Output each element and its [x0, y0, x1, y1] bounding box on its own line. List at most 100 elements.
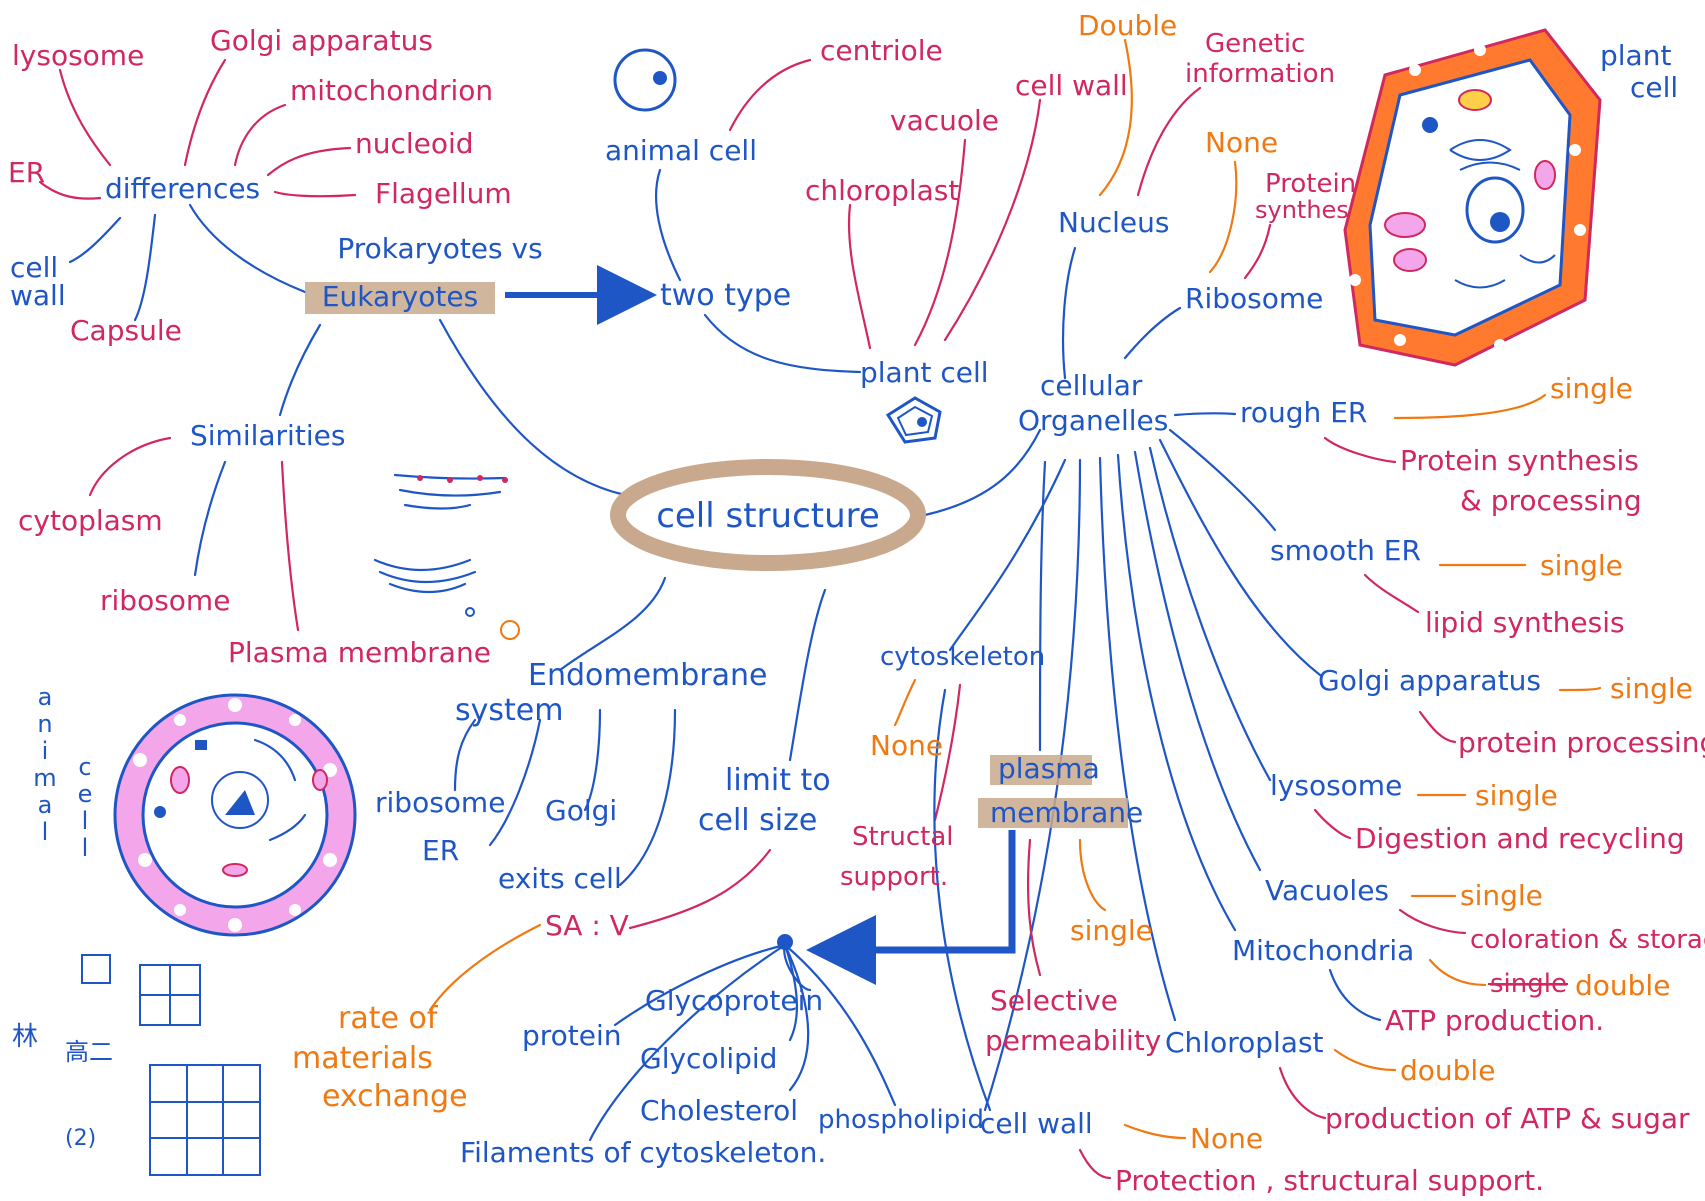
animal-cell-icon [613, 48, 677, 112]
limit-result-2: materials [292, 1041, 433, 1076]
diff-mitochondrion: mitochondrion [290, 74, 493, 107]
plasma-membrane-name-1: plasma [998, 752, 1100, 785]
chloroplast-function: production of ATP & sugar [1325, 1102, 1690, 1135]
plasma-membrane-function-2: permeability [985, 1024, 1161, 1057]
svg-text:l: l [42, 818, 49, 846]
rough-er-membrane: single [1550, 372, 1633, 405]
svg-text:a: a [38, 791, 53, 819]
cell-wall-name: cell wall [980, 1107, 1093, 1140]
golgi-er-sketch [373, 473, 520, 640]
cytoskeleton-name: cytoskeleton [880, 642, 1045, 672]
chloroplast-name: Chloroplast [1165, 1026, 1324, 1059]
plant-cell-label-1: plant [1600, 39, 1671, 72]
mitochondria-function: ATP production. [1385, 1004, 1604, 1037]
cell-wall-membrane: None [1190, 1122, 1263, 1155]
limit-label-1: limit to [725, 763, 831, 798]
diff-golgi: Golgi apparatus [210, 24, 433, 57]
ribosome-label: Ribosome [1185, 282, 1323, 315]
limit-formula: SA : V [545, 909, 629, 942]
lysosome-membrane: single [1475, 779, 1558, 812]
svg-text:高二: 高二 [65, 1038, 113, 1066]
plasma-membrane-membrane: single [1070, 914, 1153, 947]
svg-text:m: m [33, 764, 56, 792]
plant-cell-type-label: plant cell [860, 356, 989, 389]
similarities-label: Similarities [190, 419, 345, 452]
endo-ribosome: ribosome [375, 786, 505, 819]
plant-cell-wall-label: cell wall [1015, 69, 1128, 102]
endomembrane-label-1: Endomembrane [528, 658, 768, 693]
animal-cell-vertical-label: a n i m a l c e l l [33, 683, 92, 862]
svg-text:c: c [78, 753, 91, 781]
organelles-label-2: Organelles [1018, 404, 1168, 437]
component-filaments: Filaments of cytoskeleton. [460, 1136, 826, 1169]
animal-cell-illustration [113, 693, 357, 937]
limit-result-3: exchange [322, 1079, 468, 1114]
prok-vs-label: Prokaryotes vs [337, 232, 542, 265]
sim-cytoplasm: cytoplasm [18, 504, 163, 537]
lysosome-function: Digestion and recycling [1355, 822, 1685, 855]
differences-label: differences [105, 172, 260, 205]
diff-lysosome: lysosome [12, 39, 144, 72]
nucleus-double: Double [1078, 9, 1177, 42]
diff-capsule: Capsule [70, 314, 182, 347]
golgi-function: protein processing [1458, 726, 1705, 759]
two-type-label: two type [660, 278, 791, 313]
diff-er: ER [8, 156, 45, 189]
vacuole-label: vacuole [890, 104, 999, 137]
nucleus-genetic-2: information [1185, 59, 1335, 89]
cytoskeleton-function-2: support. [840, 862, 948, 892]
nucleus-genetic-1: Genetic [1205, 29, 1305, 59]
mitochondria-membrane: double [1575, 969, 1670, 1002]
mitochondria-name: Mitochondria [1232, 934, 1414, 967]
plant-cell-icon [885, 396, 942, 444]
cell-wall-function: Protection , structural support. [1115, 1164, 1544, 1197]
svg-text:l: l [82, 834, 89, 862]
vacuoles-function: coloration & storage [1470, 925, 1705, 955]
svg-text:(2): (2) [65, 1126, 96, 1151]
component-glycolipid: Glycolipid [640, 1042, 777, 1075]
sim-ribosome: ribosome [100, 584, 230, 617]
diff-wall: wall [10, 279, 66, 312]
organelles-label-1: cellular [1040, 369, 1143, 402]
plant-cell-label-2: cell [1630, 71, 1678, 104]
sim-plasma-membrane: Plasma membrane [228, 636, 491, 669]
center-label: cell structure [656, 496, 880, 536]
svg-text:e: e [78, 780, 93, 808]
component-glycoprotein: Glycoprotein [645, 984, 823, 1017]
endomembrane-label-2: system [455, 693, 563, 728]
chloroplast-label: chloroplast [805, 174, 959, 207]
rough-er-function-2: & processing [1460, 484, 1642, 517]
svg-text:l: l [82, 807, 89, 835]
golgi-membrane: single [1610, 672, 1693, 705]
svg-text:i: i [42, 737, 49, 765]
component-cholesterol: Cholesterol [640, 1094, 798, 1127]
plasma-membrane-function-1: Selective [990, 984, 1118, 1017]
smooth-er-membrane: single [1540, 549, 1623, 582]
membrane-hub-dot [777, 934, 793, 950]
animal-cell-type-label: animal cell [605, 134, 757, 167]
centriole-label: centriole [820, 34, 943, 67]
limit-result-1: rate of [338, 1001, 439, 1036]
svg-text:n: n [37, 710, 52, 738]
signature: 林 高二 (2) [12, 1022, 113, 1151]
svg-text:林: 林 [12, 1022, 38, 1052]
cube-sketches [81, 954, 261, 1176]
diff-flagellum: Flagellum [375, 177, 512, 210]
vacuoles-name: Vacuoles [1265, 874, 1389, 907]
center-node: cell structure [610, 459, 926, 571]
diff-nucleoid: nucleoid [355, 127, 474, 160]
smooth-er-function: lipid synthesis [1425, 606, 1625, 639]
nucleus-label: Nucleus [1058, 206, 1169, 239]
svg-text:a: a [38, 683, 53, 711]
rough-er-name: rough ER [1240, 396, 1367, 429]
cytoskeleton-membrane: None [870, 729, 943, 762]
prok-euk-node: Prokaryotes vs Eukaryotes [305, 232, 543, 314]
euk-label: Eukaryotes [322, 280, 478, 313]
endo-er: ER [422, 834, 459, 867]
ribosome-protein: Protein [1265, 169, 1356, 199]
component-phospholipid: phospholipid [818, 1105, 984, 1135]
endo-exits-cell: exits cell [498, 862, 622, 895]
plasma-membrane-name-2: membrane [990, 796, 1143, 829]
endo-golgi: Golgi [545, 794, 617, 827]
smooth-er-name: smooth ER [1270, 534, 1421, 567]
